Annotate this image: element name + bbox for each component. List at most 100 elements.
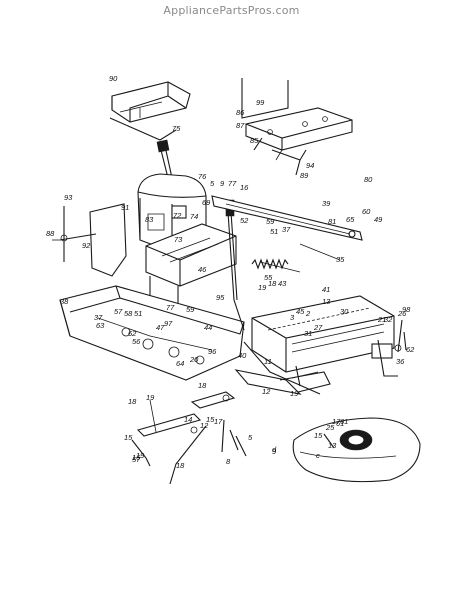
callout-number-30: 51 (270, 227, 278, 236)
callout-number-79: 15 (124, 433, 133, 442)
callout-number-52: 45 (296, 307, 305, 316)
callout-number-44: 57 (114, 307, 123, 316)
callout-number-94: 61 (336, 419, 344, 428)
callout-number-88: c (316, 451, 320, 460)
callout-number-49: 47 (156, 323, 165, 332)
callout-number-65: 64 (176, 359, 184, 368)
callout-number-40: 41 (322, 285, 330, 294)
callout-number-83: 25 (325, 423, 335, 432)
callout-number-39: 43 (278, 279, 287, 288)
callout-number-84: 17 (332, 417, 341, 426)
callout-number-53: 3 (290, 313, 295, 322)
callout-number-50: 97 (164, 319, 173, 328)
callout-number-86: 13 (328, 441, 337, 450)
callout-number-85: 16 (132, 453, 141, 462)
callout-number-74: 19 (146, 393, 155, 402)
callout-number-47: 77 (166, 303, 175, 312)
callout-number-19: 85 (250, 136, 259, 145)
link-rods-part (131, 391, 247, 485)
callout-number-10: 74 (190, 212, 198, 221)
callout-number-31: 37 (282, 225, 291, 234)
callout-number-78: 17 (214, 417, 223, 426)
callout-number-67: 40 (238, 351, 247, 360)
callout-number-76: 15 (206, 415, 215, 424)
callout-number-2: 76 (198, 172, 207, 181)
callout-number-93: 61 (340, 417, 348, 426)
callout-number-17: 99 (256, 98, 265, 107)
callout-number-56: 31 (304, 329, 312, 338)
callout-number-82: 8 (226, 457, 231, 466)
callout-number-20: 94 (306, 161, 314, 170)
callout-number-66: 20 (189, 355, 199, 364)
callout-number-63: 36 (396, 357, 405, 366)
callout-number-72: 18 (198, 381, 207, 390)
callout-number-6: 88 (46, 229, 55, 238)
callout-number-5: 91 (121, 203, 129, 212)
callout-number-69: 96 (208, 347, 217, 356)
callout-number-70: 12 (262, 387, 271, 396)
callout-number-59: 26 (397, 309, 407, 318)
callout-number-32: 55 (264, 273, 273, 282)
callout-number-95: 62 (128, 329, 137, 338)
callout-number-64: 56 (132, 337, 141, 346)
callout-number-55: 27 (313, 323, 323, 332)
callout-number-29: 59 (266, 217, 275, 226)
callout-number-62: 62 (406, 345, 415, 354)
callout-number-18: 87 (236, 121, 245, 130)
fender-tray-part (145, 223, 237, 306)
callout-number-90: 5 (248, 433, 253, 442)
callout-number-23: 39 (322, 199, 331, 208)
callout-number-37: 19 (258, 283, 267, 292)
callout-number-12: 5 (210, 179, 215, 188)
callout-number-15: 16 (240, 183, 249, 192)
callout-number-92: 57 (132, 455, 141, 464)
callout-number-61: 21 (377, 315, 386, 324)
callout-number-77: 12 (200, 421, 209, 430)
callout-number-80: 19 (136, 451, 145, 460)
callout-number-7: 83 (145, 215, 154, 224)
callout-number-28: 52 (240, 216, 249, 225)
callout-number-58: 32 (384, 315, 393, 324)
spring-part (251, 258, 289, 270)
callout-number-4: 92 (82, 241, 91, 250)
callout-number-60: 98 (402, 305, 411, 314)
callout-number-81: 18 (176, 461, 185, 470)
seat-support-part (241, 78, 353, 176)
callout-number-73: 18 (128, 397, 137, 406)
callout-number-0: 90 (109, 74, 118, 83)
callout-number-46: 51 (134, 309, 142, 318)
callout-number-21: 89 (300, 171, 309, 180)
callout-number-3: 93 (64, 193, 73, 202)
callout-number-75: 14 (184, 415, 192, 424)
callout-number-48: 59 (186, 305, 195, 314)
callout-number-33: 35 (336, 255, 345, 264)
callout-number-43: 63 (96, 321, 105, 330)
callout-number-68: 11 (264, 357, 272, 366)
dashboard-panel-part (59, 285, 245, 381)
callout-number-34: 46 (198, 265, 207, 274)
callout-number-89: d (272, 445, 277, 454)
callout-number-42: 37 (94, 313, 103, 322)
bottom-bracket-part (234, 369, 331, 395)
callout-number-9: 73 (174, 235, 183, 244)
callout-number-36: 95 (216, 293, 225, 302)
callout-number-71: 19 (290, 389, 299, 398)
callout-number-26: 60 (362, 207, 371, 216)
callout-number-27: 49 (374, 215, 383, 224)
callout-number-57: 30 (340, 307, 349, 316)
callout-number-54: 2 (305, 309, 311, 318)
chassis-frame-part (243, 295, 395, 395)
callout-number-8: 72 (173, 211, 182, 220)
callout-number-14: 77 (228, 179, 237, 188)
side-plate-part (52, 203, 127, 277)
front-axle-part (211, 195, 363, 273)
callout-number-91: 9 (272, 447, 277, 456)
callout-number-13: 9 (220, 179, 225, 188)
callout-number-51: 44 (204, 323, 212, 332)
callout-number-16: 86 (236, 108, 245, 117)
callout-number-38: 18 (268, 279, 277, 288)
callout-number-25: 65 (346, 215, 355, 224)
